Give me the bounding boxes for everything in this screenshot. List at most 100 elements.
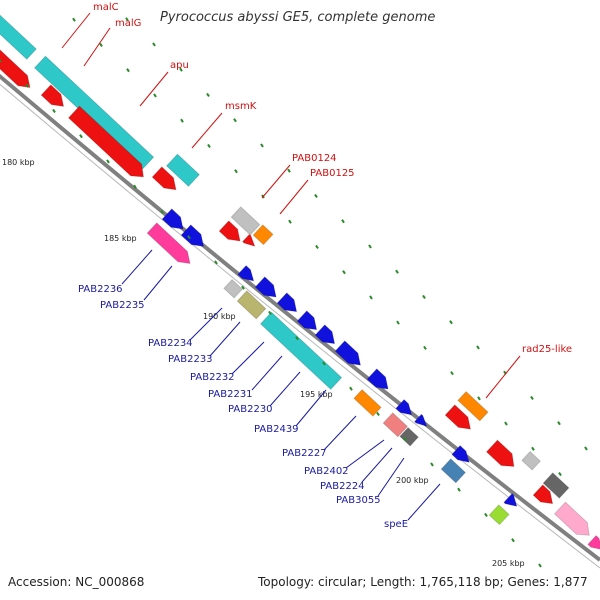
gene-red-7 — [532, 484, 554, 505]
gene-blue-11 — [413, 413, 428, 427]
leader-line — [189, 307, 223, 341]
gene-label-bottom: PAB2232 — [190, 372, 235, 383]
gene-PAB0124 — [230, 206, 261, 236]
gene-PAB2234 — [223, 278, 244, 299]
gene-label-top: rad25-like — [522, 344, 572, 355]
leader-line — [231, 341, 265, 375]
gene-label-bottom: PAB2402 — [304, 466, 349, 477]
gene-lime — [488, 504, 510, 526]
tick-outer — [558, 472, 562, 477]
gene-label-top: malG — [115, 18, 141, 29]
leader-line — [191, 112, 223, 149]
gene-blue-7 — [314, 324, 336, 345]
tick-outer — [234, 169, 238, 174]
tick-far-outer — [557, 421, 561, 426]
leader-line — [261, 164, 291, 199]
tick-inner — [403, 437, 407, 442]
tick-outer — [315, 244, 319, 249]
gene-blue-10 — [395, 398, 413, 416]
leader-line — [485, 355, 521, 399]
tick-outer — [180, 118, 184, 123]
leader-line — [361, 447, 393, 483]
leader-line — [269, 371, 301, 407]
tick-far-outer — [395, 269, 399, 274]
gene-darkgray-1 — [542, 472, 570, 499]
leader-line — [377, 457, 405, 497]
gene-PAB2402 — [382, 412, 409, 438]
tick-outer — [369, 295, 373, 300]
leader-line — [143, 265, 173, 301]
gene-malC — [0, 14, 38, 60]
tick-outer — [477, 396, 481, 401]
tick-far-outer — [314, 193, 318, 199]
tick-inner — [295, 336, 299, 341]
gene-red-3 — [67, 105, 145, 178]
gene-PAB2439 — [353, 388, 382, 417]
scale-label: 180 kbp — [2, 158, 35, 167]
gene-label-bottom: PAB2224 — [320, 481, 365, 492]
gene-rad25-like — [444, 404, 472, 430]
tick-far-outer — [260, 143, 264, 148]
gene-label-top: PAB0125 — [310, 168, 355, 179]
leader-line — [345, 439, 385, 469]
backbone-line-inner — [0, 73, 600, 562]
tick-far-outer — [368, 244, 372, 249]
tick-far-outer — [287, 168, 291, 173]
gene-red-1 — [0, 49, 31, 89]
gene-label-bottom: speE — [384, 519, 408, 530]
scale-label: 195 kbp — [300, 390, 333, 399]
gene-gray-2 — [521, 450, 542, 471]
gene-pink-edge — [587, 534, 600, 550]
gene-label-bottom: PAB2231 — [208, 389, 253, 400]
gene-blue-5 — [276, 292, 298, 313]
scale-label: 200 kbp — [396, 476, 429, 485]
leader-line — [323, 415, 357, 451]
tick-inner — [0, 58, 2, 63]
tick-inner — [538, 563, 542, 568]
tick-inner — [133, 184, 137, 189]
accession-text: Accession: NC_000868 — [8, 575, 145, 589]
tick-inner — [160, 209, 164, 215]
gene-PAB0125 — [252, 224, 274, 246]
gene-label-bottom: PAB2230 — [228, 404, 273, 415]
tick-inner — [187, 235, 191, 240]
gene-red-2 — [40, 84, 65, 107]
tick-far-outer — [206, 92, 210, 98]
tick-far-outer — [476, 345, 480, 350]
gene-apu — [165, 153, 201, 188]
scale-label: 205 kbp — [492, 559, 525, 568]
gene-label-bottom: PAB3055 — [336, 495, 381, 506]
tick-outer — [288, 219, 292, 224]
tick-inner — [430, 462, 434, 467]
tick-far-outer — [125, 17, 129, 22]
tick-far-outer — [179, 67, 183, 72]
gene-blue-3 — [237, 264, 255, 282]
gene-blue-6 — [296, 310, 318, 331]
tick-inner — [52, 108, 56, 114]
leader-line — [83, 27, 111, 67]
gene-msmK — [151, 166, 177, 191]
tick-outer — [450, 371, 454, 376]
gene-label-bottom: PAB2233 — [168, 354, 213, 365]
gene-lightpink — [553, 501, 590, 536]
tick-outer — [531, 446, 535, 451]
gene-label-bottom: PAB2236 — [78, 284, 123, 295]
tick-outer — [126, 68, 130, 73]
tick-far-outer — [152, 42, 156, 47]
gene-malG — [33, 55, 155, 170]
tick-far-outer — [584, 446, 588, 451]
gene-PAB3055 — [440, 458, 467, 484]
tick-inner — [241, 285, 245, 290]
gene-label-top: PAB0124 — [292, 153, 337, 164]
tick-far-outer — [233, 118, 237, 123]
leader-line — [407, 483, 441, 521]
gene-label-bottom: PAB2235 — [100, 300, 145, 311]
gene-PAB2236 — [146, 222, 191, 265]
leader-line — [251, 355, 283, 391]
tick-far-outer — [449, 320, 453, 325]
leader-line — [61, 12, 91, 49]
gene-blue-1 — [161, 208, 184, 230]
tick-inner — [25, 83, 29, 88]
tick-inner — [322, 361, 326, 366]
